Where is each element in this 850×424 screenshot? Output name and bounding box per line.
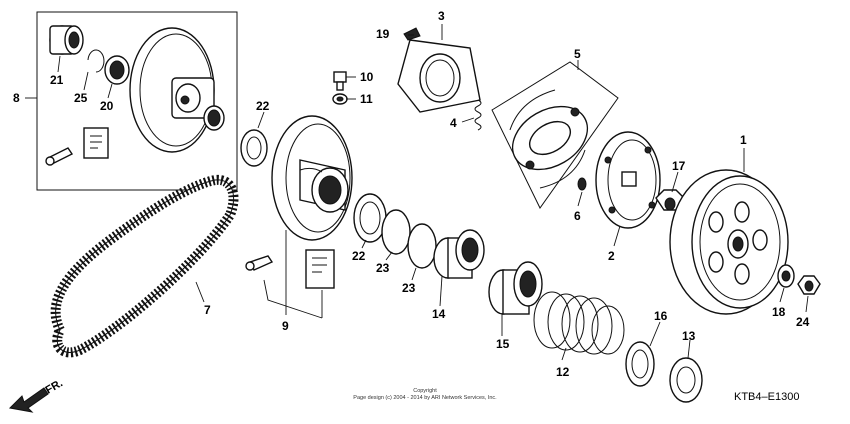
- movable-driven-face-9[interactable]: [271, 115, 353, 241]
- callout-18: 18: [772, 305, 786, 319]
- callout-23-b: 23: [402, 281, 416, 295]
- ring-22-upper[interactable]: [240, 129, 268, 167]
- washer-16[interactable]: [625, 341, 655, 387]
- instruction-card-8: [83, 127, 109, 159]
- diagram-code: KTB4–E1300: [734, 391, 799, 403]
- nut-11[interactable]: [332, 93, 348, 105]
- callout-7: 7: [204, 303, 211, 317]
- callout-6: 6: [574, 209, 581, 223]
- callout-numbers: 1 2 3 4 5 6 7 8 9 10 11 12 13 14 15 16 1…: [13, 9, 810, 379]
- callout-15: 15: [496, 337, 510, 351]
- spring-4[interactable]: [474, 99, 482, 131]
- callout-21: 21: [50, 73, 64, 87]
- guide-pin-8[interactable]: [45, 147, 74, 166]
- washer-18[interactable]: [777, 264, 795, 288]
- callout-23-a: 23: [376, 261, 390, 275]
- callout-5: 5: [574, 47, 581, 61]
- callout-12: 12: [556, 365, 570, 379]
- drive-plate-2[interactable]: [595, 131, 661, 229]
- front-arrow-icon: FR.: [8, 377, 65, 413]
- plate-3[interactable]: [397, 39, 481, 113]
- leader-lines: [57, 24, 809, 361]
- callout-8: 8: [13, 91, 20, 105]
- ring-23-a[interactable]: [381, 209, 411, 255]
- front-label: FR.: [44, 377, 65, 396]
- circlip-25[interactable]: [87, 49, 105, 73]
- group-box-8: [36, 11, 238, 191]
- oil-seal-20[interactable]: [104, 55, 130, 85]
- drive-belt-7[interactable]: [50, 174, 239, 358]
- callout-11: 11: [360, 92, 373, 106]
- callout-4: 4: [450, 116, 457, 130]
- collar-14[interactable]: [433, 229, 485, 279]
- instruction-card-9: [305, 249, 335, 289]
- seal-13[interactable]: [669, 357, 703, 403]
- clip-19[interactable]: [403, 27, 421, 41]
- copyright-line-1: Copyright: [413, 388, 437, 394]
- nut-24[interactable]: [797, 275, 821, 295]
- callout-25: 25: [74, 91, 88, 105]
- bolt-10[interactable]: [333, 71, 347, 91]
- ring-23-b[interactable]: [407, 223, 437, 269]
- callout-2: 2: [608, 249, 615, 263]
- clutch-shoe-box-5: [491, 61, 619, 209]
- needle-bearing-21[interactable]: [49, 25, 84, 55]
- clutch-shoe-5[interactable]: [501, 89, 598, 189]
- spring-12[interactable]: [533, 291, 625, 355]
- callout-24: 24: [796, 315, 810, 329]
- ring-22-lower[interactable]: [353, 193, 387, 243]
- callout-19: 19: [376, 27, 390, 41]
- callout-13: 13: [682, 329, 696, 343]
- callout-14: 14: [432, 307, 446, 321]
- nut-17[interactable]: [655, 189, 685, 211]
- callout-9: 9: [282, 319, 289, 333]
- clutch-outer-1[interactable]: [669, 169, 789, 315]
- callout-20: 20: [100, 99, 114, 113]
- copyright-line-2: Page design (c) 2004 - 2014 by ARI Netwo…: [353, 395, 497, 401]
- callout-1: 1: [740, 133, 747, 147]
- callout-3: 3: [438, 9, 445, 23]
- callout-10: 10: [360, 70, 374, 84]
- driven-face-8[interactable]: [129, 27, 225, 153]
- callout-22-upper: 22: [256, 99, 270, 113]
- callout-22-lower: 22: [352, 249, 366, 263]
- callout-16: 16: [654, 309, 668, 323]
- seal-collar-15[interactable]: [488, 261, 543, 315]
- washer-6[interactable]: [577, 177, 587, 191]
- guide-pin-9[interactable]: [245, 255, 274, 271]
- callout-17: 17: [672, 159, 686, 173]
